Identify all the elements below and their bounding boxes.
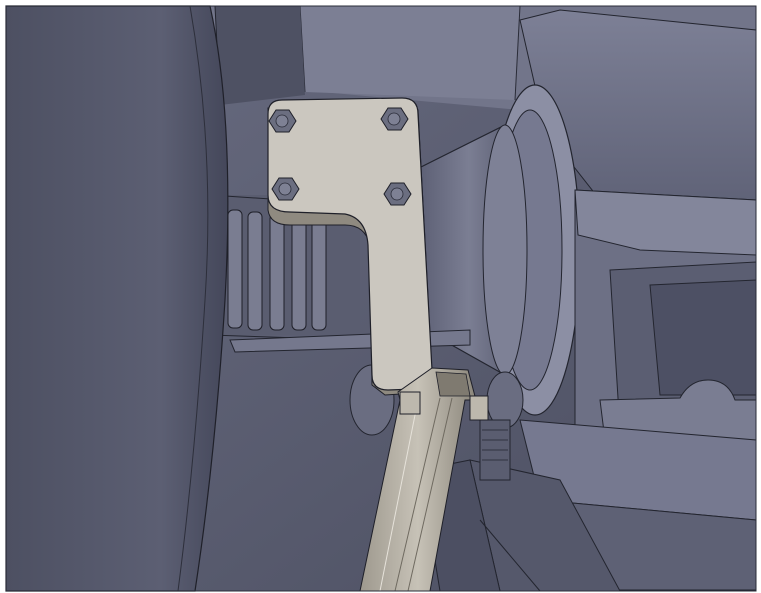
bolt-mid-left <box>271 177 300 201</box>
bolts <box>268 107 412 206</box>
l-bracket <box>267 97 433 396</box>
bolt-mid-right <box>383 182 412 206</box>
bolt-top-left <box>268 109 297 133</box>
clevis <box>349 364 524 481</box>
conical-hub <box>414 124 528 376</box>
square-tube-arm <box>359 367 489 592</box>
bolt-top-right <box>380 107 409 131</box>
left-drum <box>5 5 229 592</box>
